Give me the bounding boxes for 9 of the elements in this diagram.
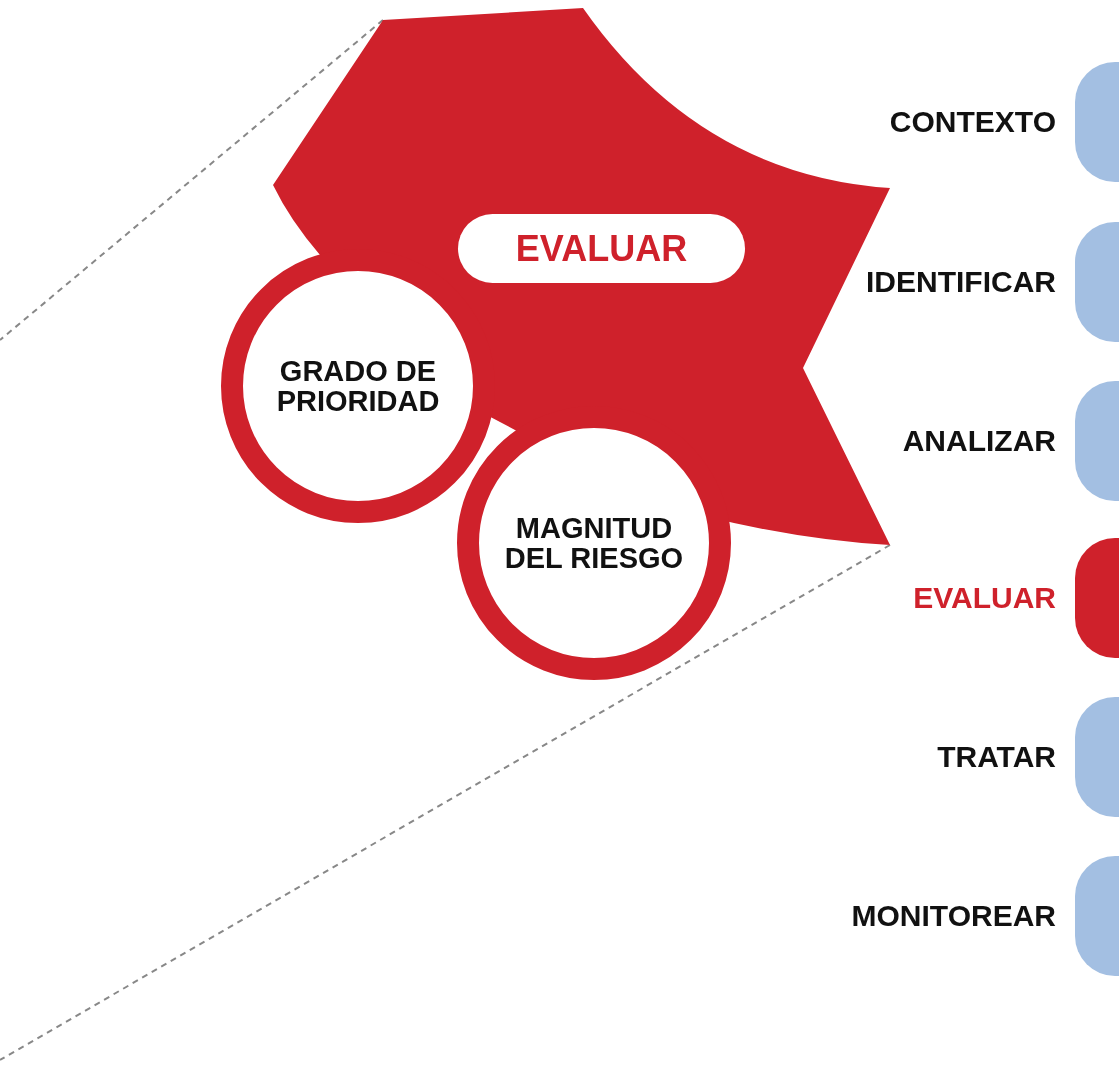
circle-label: MAGNITUD DEL RIESGO — [503, 513, 685, 573]
step-label: ANALIZAR — [902, 424, 1056, 458]
step-label: TRATAR — [937, 740, 1056, 774]
step-label: EVALUAR — [913, 581, 1056, 615]
step-label: IDENTIFICAR — [866, 265, 1056, 299]
circle-label: GRADO DE PRIORIDAD — [275, 356, 441, 416]
step-label: MONITOREAR — [851, 899, 1056, 933]
step-label: CONTEXTO — [889, 105, 1056, 139]
title-pill: EVALUAR — [458, 214, 745, 283]
